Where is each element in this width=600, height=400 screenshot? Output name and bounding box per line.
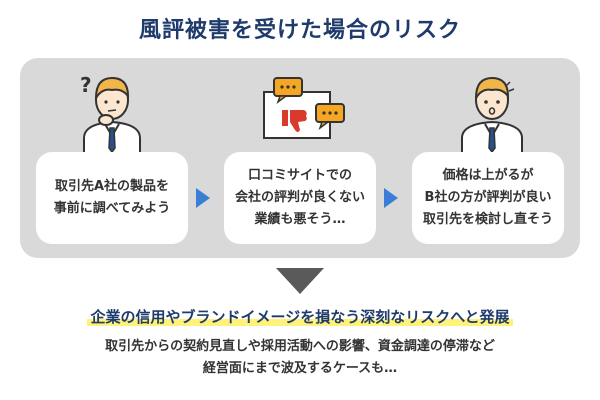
scenario-step-3: 価格は上がるが B社の方が評判が良い 取引先を検討し直そう bbox=[412, 152, 564, 244]
detail-line-1: 取引先からの契約見直しや採用活動への影響、資金調達の停滞など bbox=[105, 339, 495, 354]
step-1-line-1: 取引先A社の製品を bbox=[54, 179, 170, 194]
svg-text:?: ? bbox=[80, 73, 92, 97]
step-2-line-1: 口コミサイトでの bbox=[247, 168, 352, 183]
detail-line-2: 経営面にまで波及するケースも… bbox=[202, 361, 398, 376]
conclusion-text: 企業の信用やブランドイメージを損なう深刻なリスクへと発展 bbox=[86, 308, 514, 326]
step-3-line-3: 取引先を検討し直そう bbox=[422, 212, 553, 227]
detail-text: 取引先からの契約見直しや採用活動への影響、資金調達の停滞など 経営面にまで波及す… bbox=[0, 336, 600, 380]
down-arrow bbox=[276, 268, 324, 294]
step-3-line-1: 価格は上がるが bbox=[442, 168, 534, 183]
scenario-step-2: 口コミサイトでの 会社の評判が良くない 業績も悪そう… bbox=[224, 152, 376, 244]
surprised-person-icon bbox=[461, 76, 523, 155]
thinking-person-icon: ? bbox=[80, 73, 141, 155]
conclusion: 企業の信用やブランドイメージを損なう深刻なリスクへと発展 bbox=[0, 306, 600, 327]
scenario-step-1: 取引先A社の製品を 事前に調べてみよう bbox=[36, 152, 188, 244]
bad-review-monitor-icon bbox=[263, 77, 345, 139]
step-1-line-2: 事前に調べてみよう bbox=[53, 201, 171, 216]
step-2-line-3: 業績も悪そう… bbox=[254, 212, 346, 227]
flow-arrow-2 bbox=[384, 188, 398, 208]
step-3-line-2: B社の方が評判が良い bbox=[424, 190, 552, 205]
page-title: 風評被害を受けた場合のリスク bbox=[138, 18, 461, 43]
flow-arrow-1 bbox=[196, 188, 210, 208]
step-2-line-2: 会社の評判が良くない bbox=[234, 190, 365, 205]
